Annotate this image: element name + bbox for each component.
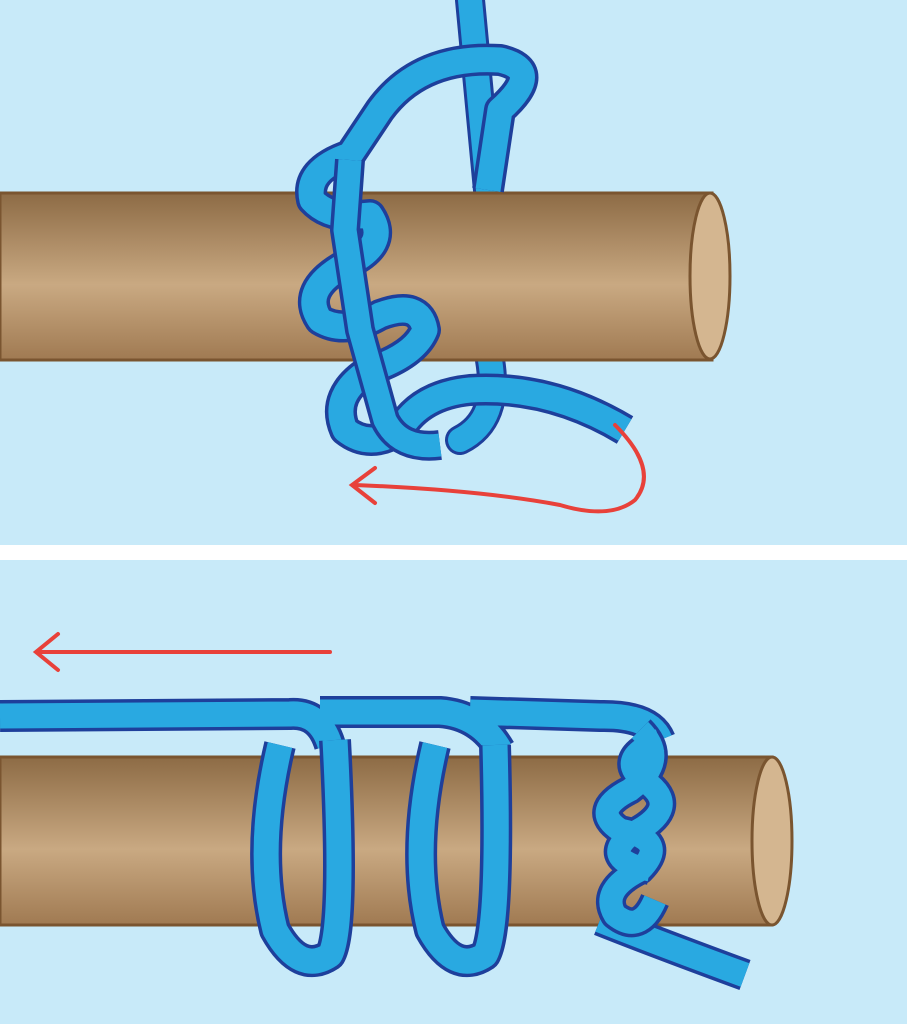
pole-end (750, 755, 794, 927)
divider (0, 545, 907, 560)
arrow-step-2 (32, 632, 332, 672)
pole-end (688, 191, 732, 361)
pole-2 (0, 755, 794, 927)
panel-step-2 (0, 560, 907, 1024)
arrow-step-1 (348, 423, 646, 514)
rope-top (0, 696, 675, 759)
rope-front (295, 43, 634, 461)
rope-wraps (250, 719, 751, 991)
arrow-head-icon (32, 632, 60, 672)
arrow-head-icon (348, 466, 377, 505)
panel-step-1 (0, 0, 907, 545)
